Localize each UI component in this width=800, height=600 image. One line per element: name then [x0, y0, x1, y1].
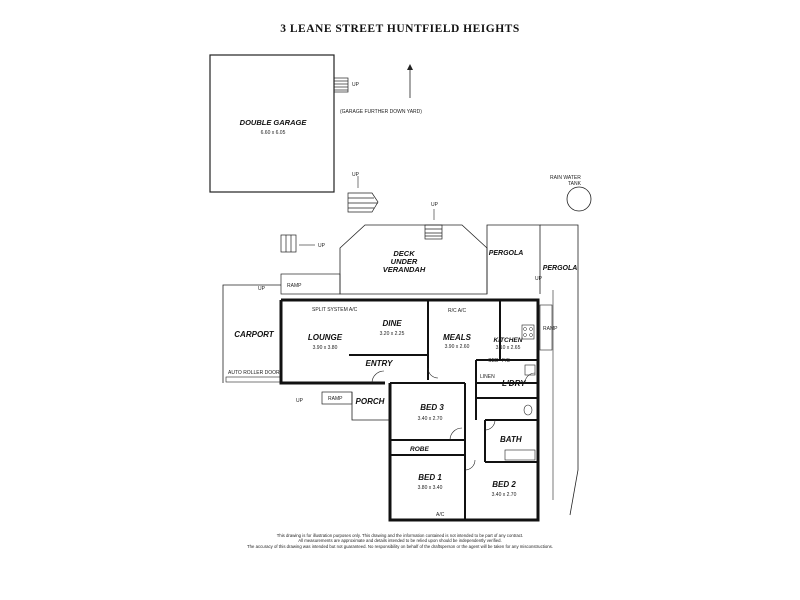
- lounge-label: LOUNGE: [308, 333, 343, 342]
- ramp-top: [280, 273, 341, 295]
- garage-up-label: UP: [352, 82, 360, 88]
- garage-note: (GARAGE FURTHER DOWN YARD): [340, 109, 422, 115]
- bed1-dims: 3.80 x 3.40: [418, 485, 443, 491]
- robe-label: ROBE: [410, 446, 429, 453]
- carport-label: CARPORT: [234, 330, 275, 339]
- kitchen-label: KITCHEN: [494, 337, 523, 344]
- mid-stairs: [347, 192, 379, 213]
- disclaimer: This drawing is for illustration purpose…: [200, 533, 600, 549]
- carport-up-label: UP: [258, 286, 266, 292]
- garage-stairs: [333, 77, 349, 93]
- plan-title: 3 LEANE STREET HUNTFIELD HEIGHTS: [280, 23, 520, 35]
- side-stairs-up-label: UP: [318, 243, 326, 249]
- side-ramp: [539, 304, 553, 351]
- front-up-label: UP: [296, 398, 304, 404]
- bed2-label: BED 2: [492, 480, 516, 489]
- carport-outline: [222, 284, 281, 383]
- tank-label-2: TANK: [568, 181, 582, 187]
- meals-label: MEALS: [443, 333, 472, 342]
- garage-label: DOUBLE GARAGE: [240, 118, 308, 127]
- porch-label: PORCH: [356, 397, 385, 406]
- rain-water-tank: [566, 186, 592, 212]
- ramp-top-label: RAMP: [287, 283, 302, 289]
- bed1-label: BED 1: [418, 473, 442, 482]
- door-swings: [371, 367, 536, 471]
- dine-label: DINE: [382, 319, 402, 328]
- pergola-1-label: PERGOLA: [489, 250, 524, 257]
- pergola-2-label: PERGOLA: [543, 265, 578, 272]
- deck-label-2: UNDER: [391, 257, 418, 266]
- lounge-dims: 3.90 x 3.80: [313, 345, 338, 351]
- bed3-dims: 3.40 x 2.70: [418, 416, 443, 422]
- disclaimer-line-3: The accuracy of this drawing was intende…: [247, 543, 553, 549]
- disclaimer-line-1: This drawing is for illustration purpose…: [276, 533, 524, 538]
- toilet: [523, 404, 533, 416]
- bed2-dims: 3.40 x 2.70: [492, 492, 517, 498]
- deck-label-3: VERANDAH: [383, 265, 426, 274]
- pergola-2-outline: [540, 224, 579, 516]
- pergola-1-outline: [486, 224, 541, 294]
- meals-dims: 3.90 x 2.60: [445, 344, 470, 350]
- garage-dims: 6.60 x 6.05: [261, 130, 286, 136]
- front-ramp-label: RAMP: [328, 396, 343, 402]
- deck-up-label: UP: [431, 202, 439, 208]
- laundry-label: L'DRY: [502, 379, 526, 388]
- left-margin: [0, 0, 186, 600]
- entry-label: ENTRY: [366, 359, 394, 368]
- dine-dims: 3.20 x 2.25: [380, 331, 405, 337]
- stove: [521, 324, 535, 340]
- deck-label-1: DECK: [393, 249, 415, 258]
- north-arrow-head: [407, 64, 413, 70]
- linen-label: LINEN: [480, 374, 495, 380]
- rc-ac-label: R/C A/C: [448, 308, 466, 314]
- right-margin: [612, 0, 800, 600]
- interior-walls: [349, 300, 538, 520]
- side-ramp-label: RAMP: [543, 326, 558, 332]
- split-system-label: SPLIT SYSTEM A/C: [312, 307, 358, 313]
- ac-label: A/C: [436, 512, 445, 518]
- fs-label: F/S: [502, 358, 510, 364]
- tank-label-1: RAIN WATER: [550, 175, 581, 181]
- side-stairs: [280, 234, 297, 253]
- laundry-tub: [524, 364, 536, 376]
- porch-outline: [351, 392, 390, 421]
- cbd-label: CBD: [488, 358, 499, 364]
- bath-label: BATH: [500, 435, 522, 444]
- auto-roller-door-label: AUTO ROLLER DOOR: [228, 370, 280, 376]
- kitchen-dims: 3.10 x 2.65: [496, 345, 521, 351]
- bathtub: [504, 449, 536, 461]
- bed3-label: BED 3: [420, 403, 444, 412]
- disclaimer-line-2: All measurements are approximate and det…: [298, 538, 502, 544]
- deck-stairs: [424, 224, 443, 240]
- roller-door: [225, 376, 282, 383]
- garage-outline: [209, 54, 335, 193]
- pergola-up-label: UP: [535, 276, 543, 282]
- mid-stairs-up-label: UP: [352, 172, 360, 178]
